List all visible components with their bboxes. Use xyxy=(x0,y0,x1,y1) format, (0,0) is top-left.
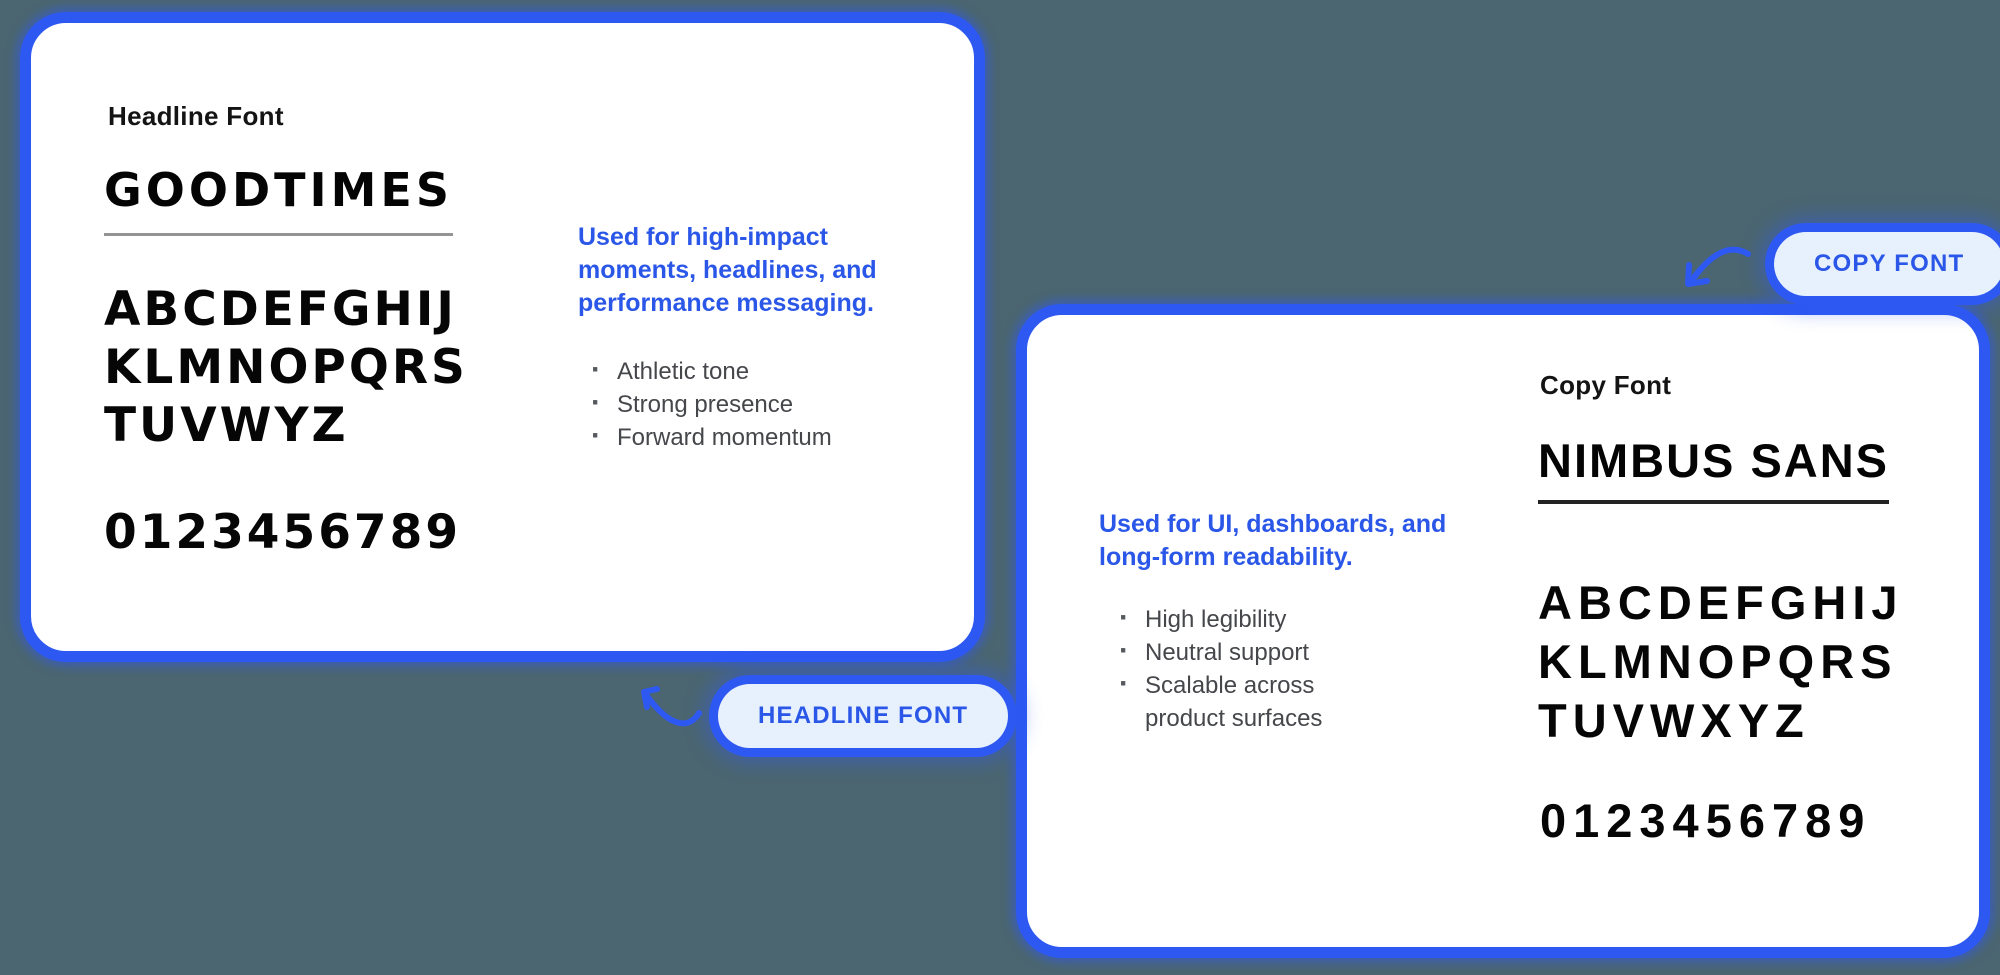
headline-font-badge: HEADLINE FONT xyxy=(718,684,1009,748)
headline-alphabet-specimen: ABCDEFGHIJ KLMNOPQRS TUVWYZ xyxy=(104,281,468,455)
list-item: Strong presence xyxy=(583,386,883,421)
headline-traits-list: Athletic tone Strong presence Forward mo… xyxy=(583,353,883,454)
copy-font-badge: COPY FONT xyxy=(1774,232,2000,296)
list-item: Athletic tone xyxy=(583,353,883,388)
copy-font-name: NIMBUS SANS xyxy=(1538,433,1890,504)
curved-arrow-to-copy-card-icon xyxy=(1685,246,1751,287)
headline-usage-text: Used for high-impact moments, headlines,… xyxy=(578,223,877,317)
curved-arrow-to-headline-card-icon xyxy=(641,686,702,727)
copy-numerals-specimen: 0123456789 xyxy=(1540,794,1872,847)
alphabet-line: KLMNOPQRS xyxy=(104,340,468,395)
list-item: High legibility xyxy=(1111,601,1397,636)
copy-usage-text: Used for UI, dashboards, and long-form r… xyxy=(1099,510,1447,571)
list-item: Forward momentum xyxy=(583,419,883,454)
alphabet-line: ABCDEFGHIJ xyxy=(104,282,457,337)
copy-alphabet-specimen: ABCDEFGHIJ KLMNOPQRS TUVWXYZ xyxy=(1538,573,1904,750)
copy-card-title: Copy Font xyxy=(1540,370,1672,400)
copy-font-card: Copy Font NIMBUS SANS ABCDEFGHIJ KLMNOPQ… xyxy=(1016,304,1990,958)
alphabet-line: ABCDEFGHIJ xyxy=(1538,576,1904,629)
alphabet-line: TUVWYZ xyxy=(104,398,349,453)
copy-traits-list: High legibility Neutral support Scalable… xyxy=(1111,601,1397,735)
headline-numerals-specimen: 0123456789 xyxy=(104,505,462,560)
headline-font-name: GOODTIMES xyxy=(104,163,453,236)
alphabet-line: TUVWXYZ xyxy=(1538,694,1810,747)
list-item: Neutral support xyxy=(1111,634,1397,669)
alphabet-line: KLMNOPQRS xyxy=(1538,635,1898,688)
headline-card-title: Headline Font xyxy=(108,101,284,131)
list-item: Scalable across product surfaces xyxy=(1111,667,1397,735)
headline-font-card: Headline Font GOODTIMES ABCDEFGHIJ KLMNO… xyxy=(20,12,985,662)
